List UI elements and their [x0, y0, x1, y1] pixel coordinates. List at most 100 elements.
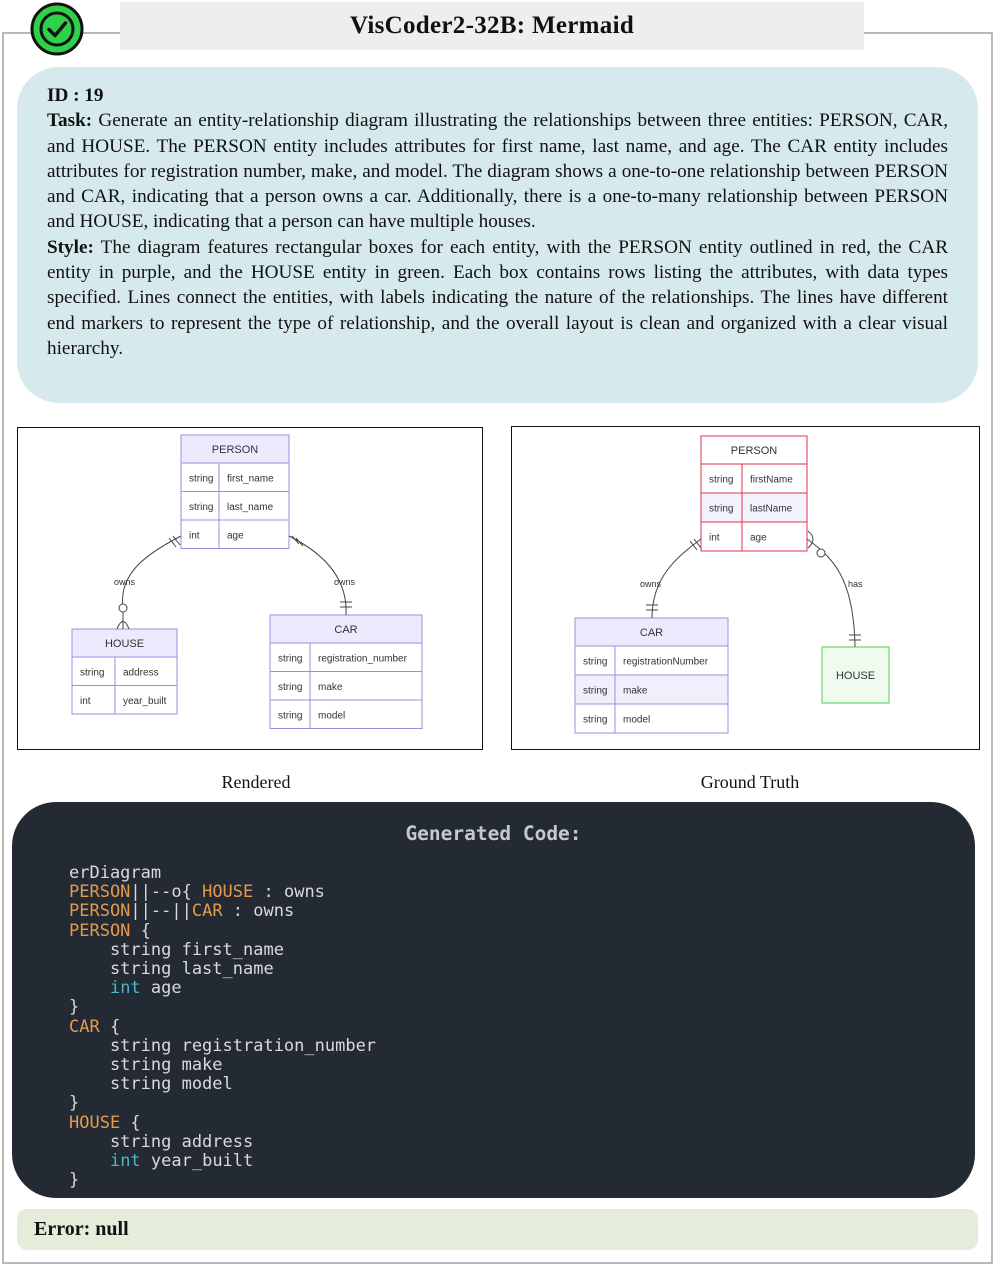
code-listing: erDiagram PERSON||--o{ HOUSE : owns PERS…: [69, 863, 376, 1191]
style-label: Style:: [47, 236, 94, 258]
code-line: string last_name: [69, 959, 274, 980]
rendered-house-row: [71, 656, 178, 686]
code-line: string model: [69, 1074, 233, 1095]
code-line: CAR {: [69, 1016, 121, 1037]
code-line: erDiagram: [69, 863, 162, 883]
code-block: Generated Code: erDiagram PERSON||--o{ H…: [12, 802, 975, 1198]
rendered-house-attr-name: address: [123, 667, 159, 678]
gt-person-attr-type: int: [709, 533, 720, 544]
rendered-person-row: [180, 462, 290, 492]
gt-house-title: HOUSE: [836, 670, 875, 682]
rendered-person-attr-name: first_name: [227, 473, 274, 484]
code-line: int year_built: [109, 1151, 254, 1172]
gt-person-entity: PERSON string firstName string lastName int ag…: [700, 435, 808, 552]
rendered-person-header: [180, 434, 290, 464]
rendered-marker-one: [168, 537, 177, 548]
rendered-car-header: [269, 614, 423, 644]
task-id: ID : 19: [47, 85, 104, 106]
rendered-rel-label-right: owns: [334, 577, 356, 587]
rendered-car-attr-type: string: [278, 710, 302, 721]
rendered-person-attr-type: string: [189, 502, 213, 513]
gt-house-box: [821, 646, 890, 704]
gt-rel-label-right: has: [848, 579, 863, 589]
gt-car-attr-name: registrationNumber: [623, 657, 709, 668]
rendered-car-attr-name: model: [318, 710, 345, 721]
rendered-house-entity: HOUSE string address int year_built: [71, 628, 178, 715]
rendered-person-attr-name: last_name: [227, 502, 274, 513]
rendered-person-row: [180, 519, 290, 549]
task-label: Task:: [47, 110, 93, 132]
code-line: }: [69, 1170, 80, 1191]
style-text: The diagram features rectangular boxes f…: [47, 236, 948, 359]
rendered-car-attr-type: string: [278, 682, 302, 693]
rendered-person-row: [180, 491, 290, 521]
gt-person-title: PERSON: [731, 445, 778, 457]
gt-person-attr-name: lastName: [750, 504, 793, 515]
rendered-link-person-car: [288, 535, 347, 616]
ground-truth-caption: Ground Truth: [700, 772, 800, 792]
gt-house-entity: HOUSE: [821, 646, 890, 704]
rendered-house-attr-type: int: [80, 696, 91, 707]
gt-person-row: [700, 492, 808, 523]
rendered-marker-one: [172, 535, 181, 546]
gt-car-attr-type: string: [583, 657, 607, 668]
code-title: Generated Code:: [405, 822, 582, 845]
rendered-person-title: PERSON: [212, 444, 259, 456]
code-line: string make: [69, 1055, 223, 1076]
gt-car-attr-type: string: [583, 715, 607, 726]
gt-marker-one: [689, 540, 698, 551]
gt-person-row: [700, 521, 808, 552]
rendered-car-row: [269, 671, 423, 701]
rendered-house-row: [71, 685, 178, 715]
code-line: int age: [109, 978, 182, 999]
gt-person-row: [700, 463, 808, 494]
rendered-car-attr-name: make: [318, 682, 343, 693]
gt-marker-many: [807, 530, 814, 549]
code-line: }: [69, 997, 80, 1018]
gt-car-header: [574, 617, 729, 647]
gt-person-attr-type: string: [709, 475, 733, 486]
code-line: PERSON||--||CAR : owns: [69, 901, 295, 922]
gt-car-row: [574, 674, 729, 705]
gt-car-attr-type: string: [583, 686, 607, 697]
rendered-person-attr-name: age: [227, 530, 244, 541]
task-description: ID : 19 Task: Generate an entity-relatio…: [17, 67, 978, 403]
gt-car-row: [574, 645, 729, 676]
code-line: HOUSE {: [69, 1112, 141, 1133]
gt-marker-zero: [816, 548, 826, 558]
gt-car-row: [574, 703, 729, 734]
gt-car-title: CAR: [640, 627, 663, 639]
gt-marker-one: [693, 538, 702, 549]
gt-link-person-house: [806, 538, 856, 648]
gt-rel-label-left: owns: [640, 579, 662, 589]
ground-truth-panel: PERSON string firstName string lastName int ag…: [511, 426, 980, 750]
page-title: VisCoder2-32B: Mermaid: [120, 2, 864, 50]
error-status: Error: null: [17, 1209, 978, 1250]
code-line: PERSON||--o{ HOUSE : owns: [69, 882, 325, 903]
rendered-house-attr-type: string: [80, 667, 104, 678]
rendered-house-attr-name: year_built: [123, 696, 167, 707]
rendered-person-attr-type: int: [189, 530, 200, 541]
code-line: string address: [69, 1131, 254, 1152]
style-paragraph: Style: The diagram features rectangular …: [47, 235, 948, 361]
check-circle-icon: [30, 2, 84, 56]
code-line: PERSON {: [69, 920, 151, 941]
rendered-house-title: HOUSE: [105, 638, 144, 650]
code-line: string first_name: [69, 939, 284, 960]
rendered-car-attr-type: string: [278, 653, 302, 664]
gt-person-attr-type: string: [709, 504, 733, 515]
rendered-person-attr-type: string: [189, 473, 213, 484]
rendered-caption: Rendered: [221, 772, 291, 792]
rendered-car-row: [269, 699, 423, 729]
rendered-marker-zero: [118, 603, 128, 613]
gt-person-attr-name: firstName: [750, 475, 793, 486]
task-paragraph: Task: Generate an entity-relationship di…: [47, 108, 948, 234]
gt-person-attr-name: age: [750, 533, 767, 544]
rendered-car-title: CAR: [334, 624, 357, 636]
rendered-marker-one: [295, 537, 304, 547]
